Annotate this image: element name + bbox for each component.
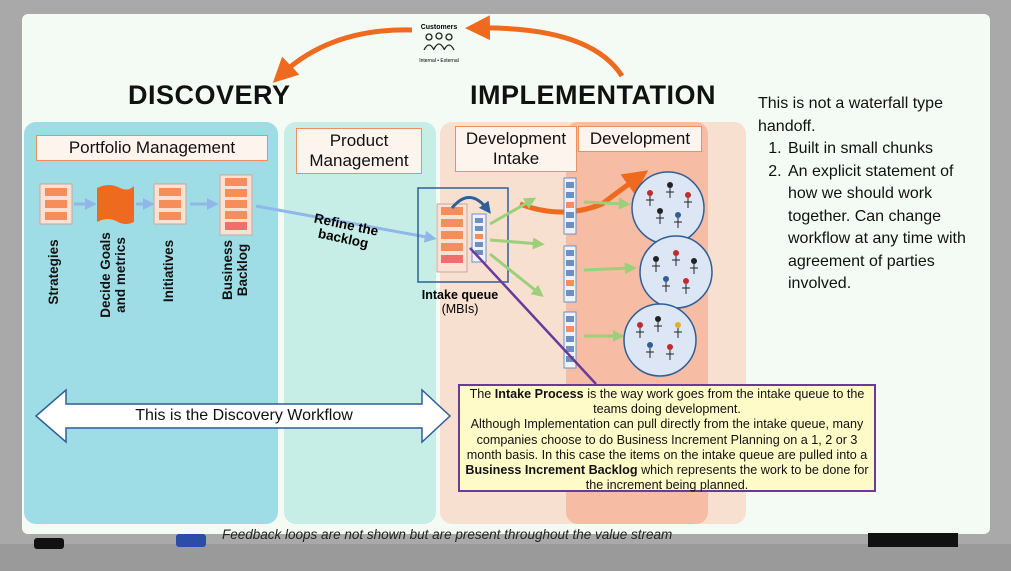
callout-emphasis: Business Increment Backlog bbox=[465, 463, 638, 478]
development-intake-box: Development Intake bbox=[455, 126, 577, 172]
customers-group: Customers Internal • External bbox=[414, 24, 464, 64]
callout-text: Although Implementation can pull directl… bbox=[466, 417, 868, 462]
portfolio-management-box: Portfolio Management bbox=[36, 135, 268, 161]
discovery-workflow-arrow bbox=[34, 388, 452, 444]
team-backlogs bbox=[563, 177, 577, 369]
callout-paragraph-2: Although Implementation can pull directl… bbox=[462, 417, 872, 493]
discovery-workflow-text: This is the Discovery Workflow bbox=[135, 407, 353, 424]
callout-connector bbox=[469, 247, 597, 385]
notes-intro: This is not a waterfall type handoff. bbox=[758, 95, 943, 135]
strategies-icon bbox=[39, 183, 73, 225]
implementation-heading: IMPLEMENTATION bbox=[470, 80, 716, 110]
intake-process-callout: The Intake Process is the way work goes … bbox=[458, 384, 876, 492]
customers-title: Customers bbox=[420, 24, 458, 31]
implementation-to-customers-arrow bbox=[465, 15, 625, 78]
notes-item: Built in small chunks bbox=[786, 138, 980, 161]
feedback-footer: Feedback loops are not shown but are pre… bbox=[222, 527, 673, 542]
product-zone bbox=[284, 122, 436, 524]
business-backlog-icon bbox=[219, 174, 253, 236]
intake-queue-frame bbox=[417, 187, 509, 283]
team-circles bbox=[623, 171, 713, 377]
notes-item: An explicit statement of how we should w… bbox=[786, 161, 980, 296]
discovery-heading: DISCOVERY bbox=[128, 80, 291, 110]
development-box: Development bbox=[578, 126, 702, 152]
intake-queue-title: Intake queue bbox=[421, 288, 499, 302]
callout-text: is the way work goes from the intake que… bbox=[583, 387, 865, 417]
callout-emphasis: Intake Process bbox=[494, 387, 584, 401]
step-label-goals: Decide Goals and metrics bbox=[98, 232, 128, 318]
intake-queue-label: Intake queue (MBIs) bbox=[412, 288, 508, 316]
intake-queue-subtitle: (MBIs) bbox=[441, 302, 479, 316]
customers-subtitle: Internal • External bbox=[419, 58, 459, 64]
callout-paragraph-1: The Intake Process is the way work goes … bbox=[462, 387, 872, 417]
refine-arrow bbox=[255, 204, 437, 243]
handoff-notes: This is not a waterfall type handoff. Bu… bbox=[758, 93, 980, 296]
customers-to-discovery-arrow bbox=[272, 27, 413, 83]
product-management-box: Product Management bbox=[296, 128, 422, 174]
step-label-business-backlog: Business Backlog bbox=[220, 239, 250, 301]
goals-icon bbox=[97, 185, 134, 224]
step-label-initiatives: Initiatives bbox=[161, 239, 176, 303]
step-label-strategies: Strategies bbox=[46, 239, 61, 305]
notes-list: Built in small chunks An explicit statem… bbox=[758, 138, 980, 296]
intake-to-development-arrow bbox=[519, 170, 649, 215]
callout-text: The bbox=[469, 387, 495, 401]
initiatives-icon bbox=[153, 183, 187, 225]
customers-icon bbox=[423, 32, 455, 51]
callout-text: which represents the work to be done for… bbox=[585, 463, 869, 493]
marker-tray bbox=[0, 544, 1011, 571]
